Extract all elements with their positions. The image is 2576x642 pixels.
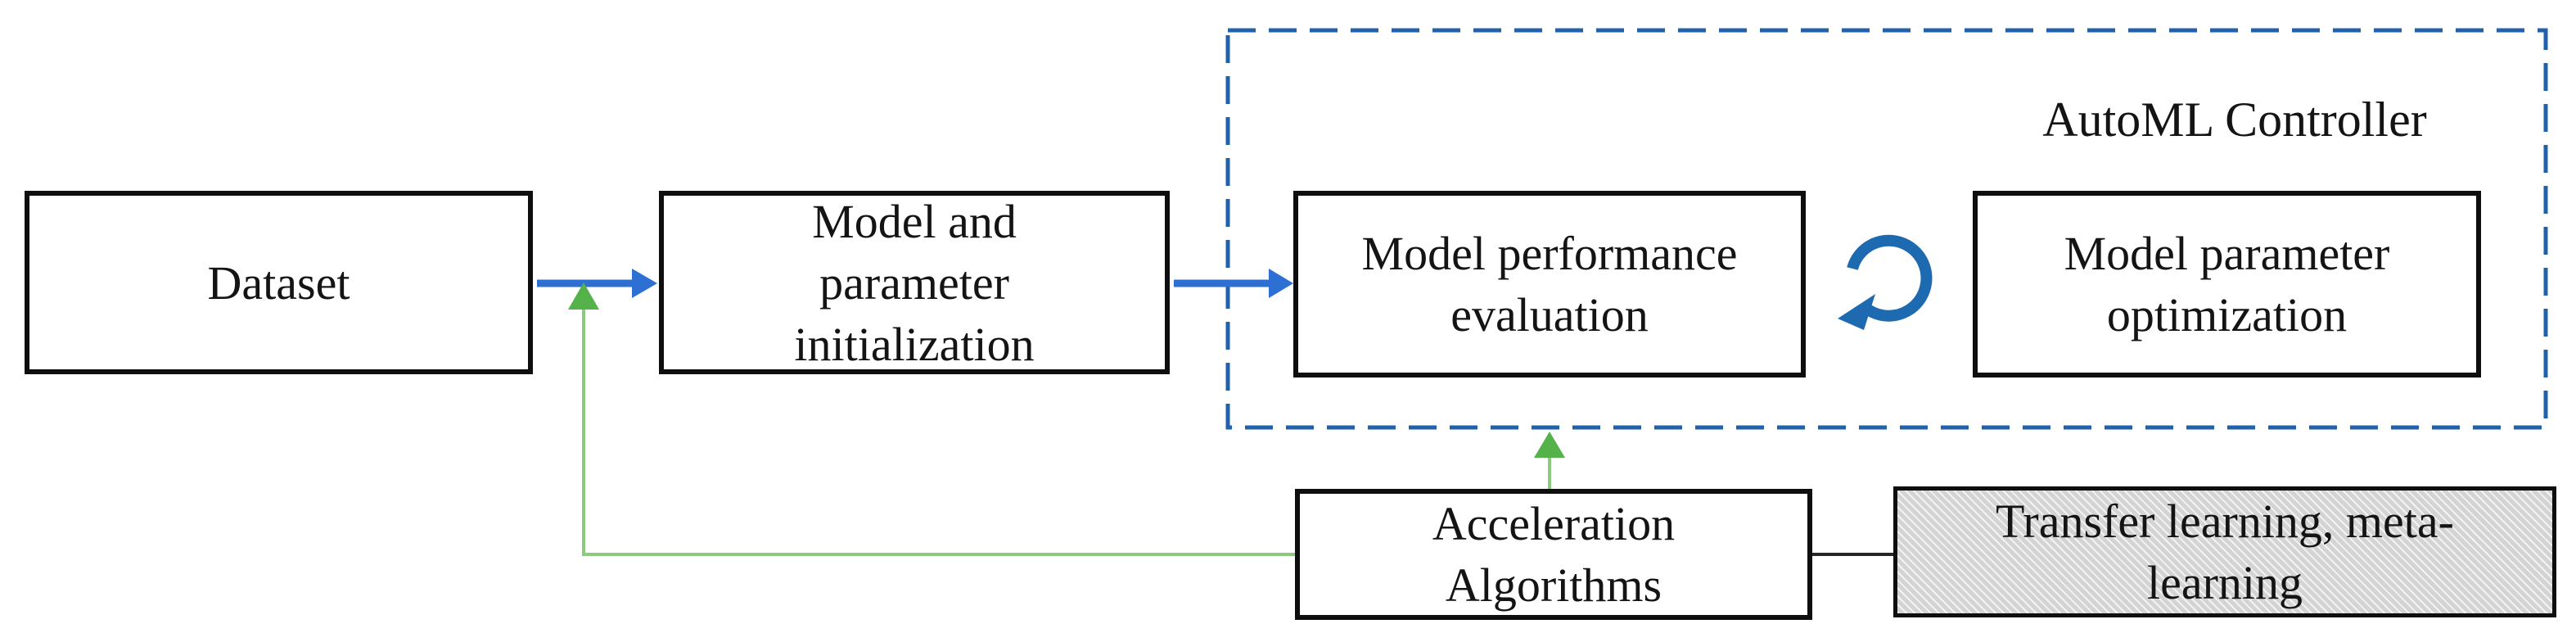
model-performance-evaluation-box: Model performance evaluation (1293, 191, 1806, 378)
model-parameter-optimization-box: Model parameter optimization (1973, 191, 2481, 378)
transfer-label-line2: learning (2146, 556, 2303, 609)
model-init-label-line2: parameter (819, 255, 1009, 310)
acceleration-label-line1: Acceleration (1432, 497, 1676, 550)
acceleration-label-line2: Algorithms (1445, 558, 1662, 612)
optimization-label-line2: optimization (2106, 288, 2348, 341)
transfer-label-line1: Transfer learning, meta- (1996, 495, 2454, 548)
refresh-loop-icon (1838, 234, 1933, 330)
arrow-dataset-to-init (537, 269, 657, 298)
arrow-acceleration-to-controller (1534, 432, 1565, 489)
model-parameter-initialization-box: Model and parameter initialization (659, 191, 1170, 374)
acceleration-algorithms-box: Acceleration Algorithms (1295, 489, 1812, 620)
dataset-label: Dataset (207, 255, 350, 310)
optimization-label-line1: Model parameter (2064, 227, 2390, 280)
performance-label-line2: evaluation (1450, 288, 1649, 341)
transfer-learning-meta-learning-box: Transfer learning, meta- learning (1893, 486, 2556, 617)
dataset-box: Dataset (25, 191, 533, 374)
automl-controller-title: AutoML Controller (2042, 93, 2427, 147)
performance-label-line1: Model performance (1361, 227, 1738, 280)
arrow-init-to-evaluation (1174, 269, 1293, 298)
model-init-label-line1: Model and (812, 194, 1017, 248)
model-init-label-line3: initialization (794, 317, 1035, 371)
